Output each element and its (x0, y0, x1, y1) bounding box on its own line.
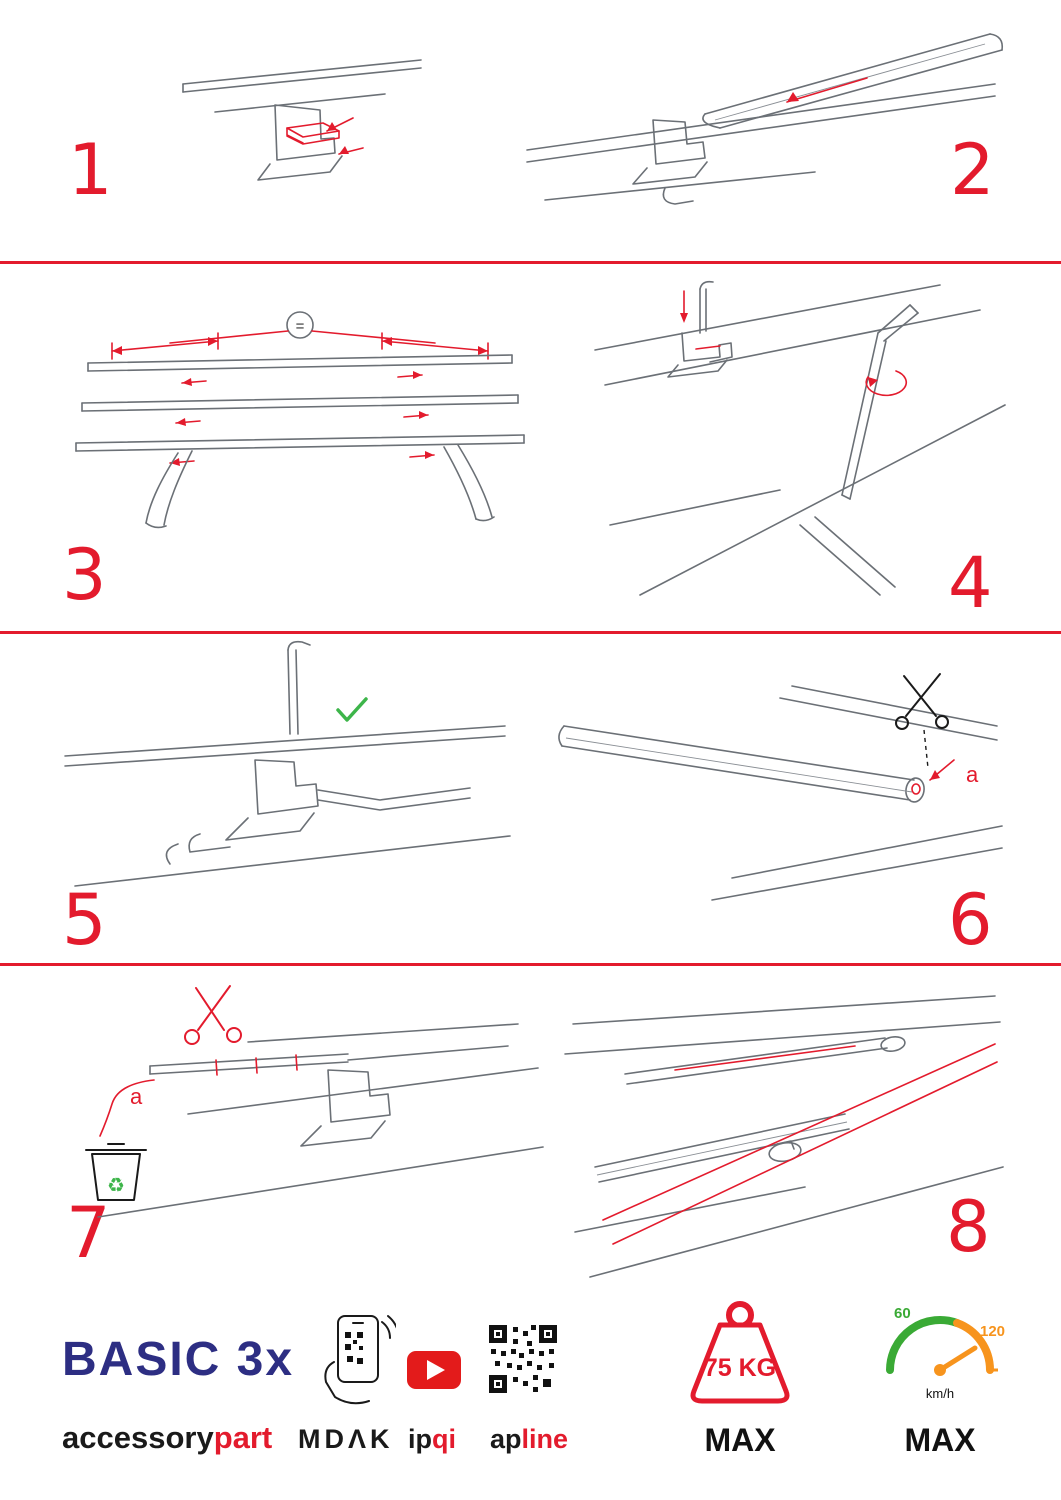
section-divider-2 (0, 631, 1061, 634)
clamp-assembly (165, 759, 471, 865)
section-divider-1 (0, 261, 1061, 264)
cut-strip-label: a (130, 1084, 143, 1109)
step-5-number: 5 (62, 879, 107, 961)
roof-clamp (300, 1069, 391, 1147)
app-logo-text: MDΛK (298, 1424, 394, 1454)
front-crossbar (594, 1113, 850, 1183)
qr-logo-text: apline (490, 1424, 569, 1454)
scissors-icon (895, 673, 949, 730)
step-1-number: 1 (68, 129, 113, 211)
clamp-bracket (257, 104, 343, 181)
step-3-illustration: = (75, 311, 525, 529)
phone-qr-icon (324, 1315, 396, 1405)
speed-high-label: 120 (980, 1323, 1005, 1340)
allen-key-icon (841, 304, 919, 500)
roof-clamp (632, 119, 708, 205)
locking-pin (287, 640, 311, 735)
max-weight-label: MAX (704, 1422, 776, 1458)
section-divider-3 (0, 963, 1061, 966)
speed-low-label: 60 (894, 1305, 911, 1322)
rubber-strip (149, 1053, 349, 1075)
step-7-illustration: a ♻ (85, 985, 544, 1218)
equal-spacing-label: = (296, 318, 305, 335)
step-1-illustration (182, 59, 422, 181)
step-4-number: 4 (948, 542, 993, 624)
trash-bin-icon (85, 1143, 147, 1201)
step-8-illustration (564, 995, 1004, 1278)
recycle-icon: ♻ (107, 1175, 125, 1197)
check-icon (336, 697, 368, 722)
crossbar-channel (558, 725, 925, 803)
speed-unit-label: km/h (926, 1386, 954, 1401)
step-3-number: 3 (62, 534, 107, 616)
locking-pin (699, 280, 714, 334)
rubber-strip-end (911, 783, 921, 795)
youtube-icon (407, 1351, 461, 1389)
step-7-number: 7 (66, 1192, 111, 1274)
step-6-illustration: a (558, 673, 1003, 901)
step-2-illustration (526, 33, 1004, 205)
rack-leg-left (145, 450, 193, 529)
step-2-number: 2 (950, 129, 995, 211)
step-8-number: 8 (946, 1186, 991, 1268)
qr-code-icon (489, 1325, 557, 1393)
step-6-number: 6 (948, 879, 993, 961)
brand-name-red: part (213, 1420, 273, 1455)
max-speed-label: MAX (904, 1422, 976, 1458)
crossbars (75, 354, 525, 452)
max-weight-icon: 75 KG (690, 1301, 790, 1404)
brand-name-black: accessory (62, 1420, 214, 1455)
rear-crossbar (624, 1035, 906, 1085)
product-name: BASIC 3x (62, 1333, 295, 1386)
speedometer-icon: 60 120 km/h (886, 1305, 1005, 1401)
video-logo-text: ipqi (408, 1424, 456, 1454)
rack-leg-right (443, 444, 495, 522)
crossbar (702, 33, 1004, 129)
dimension-right (381, 332, 489, 360)
scissors-icon (184, 985, 242, 1045)
step-5-illustration (64, 640, 511, 887)
dimension-left (111, 332, 219, 360)
roof-clamp (667, 332, 733, 378)
cut-strip-label: a (966, 762, 979, 787)
brand-name: accessorypart (62, 1420, 272, 1456)
step-4-illustration (594, 280, 1006, 596)
rubber-pad (286, 122, 340, 145)
max-weight-value: 75 KG (704, 1354, 776, 1382)
